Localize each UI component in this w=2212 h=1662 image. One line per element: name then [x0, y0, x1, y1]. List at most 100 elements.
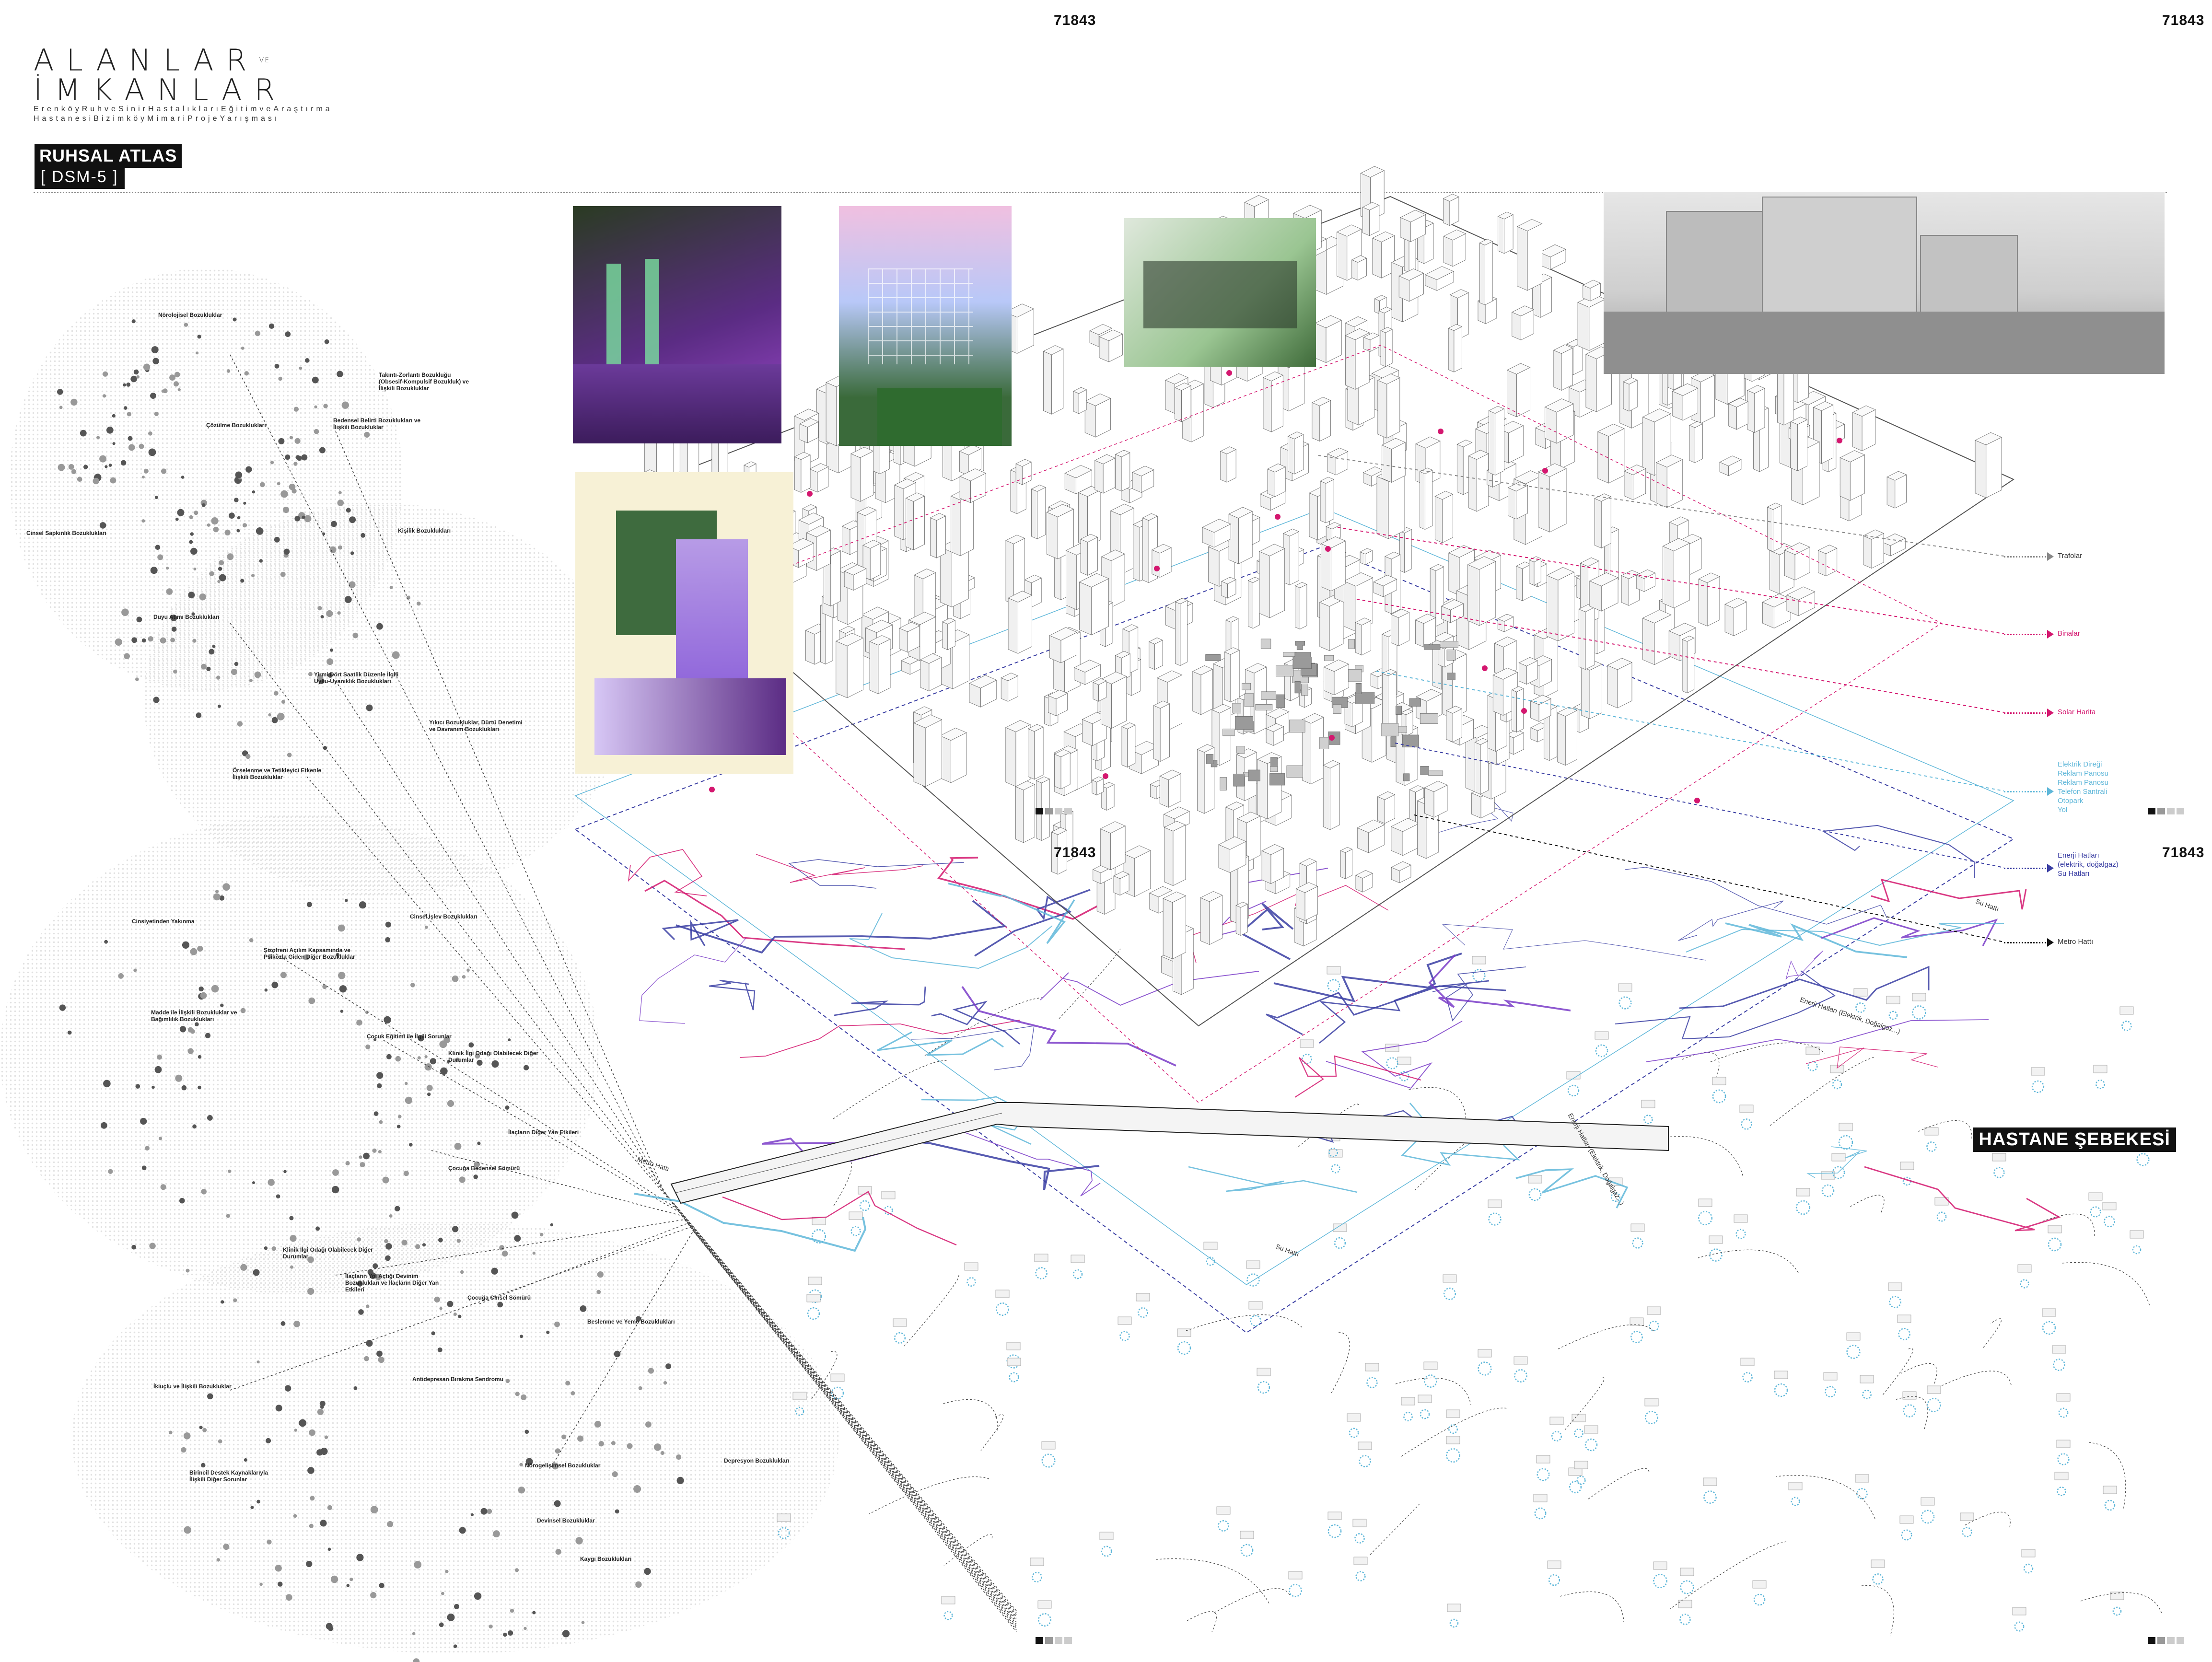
atlas-icon: [293, 462, 298, 466]
building: [1546, 567, 1575, 641]
building-face: [1311, 717, 1324, 785]
atlas-icons: [57, 317, 684, 1662]
network-node-label: [1630, 1317, 1644, 1326]
network-link: [1941, 1371, 2012, 1386]
atlas-icon: [345, 899, 348, 902]
project-code: 71843: [2162, 845, 2205, 860]
atlas-icon: [197, 946, 203, 952]
building-face: [1300, 584, 1307, 630]
building-face: [1267, 468, 1275, 497]
atlas-icon: [115, 638, 122, 646]
network-node: [1569, 1480, 1582, 1494]
network-node-label: [1566, 1071, 1581, 1080]
network-node-label: [1547, 1560, 1561, 1569]
network-node: [1289, 1584, 1302, 1597]
network-node-label: [1927, 1385, 1941, 1394]
atlas-icon: [290, 1265, 293, 1269]
building-face: [1110, 825, 1126, 871]
atlas-icon: [521, 1394, 527, 1400]
atlas-icon: [259, 1582, 263, 1586]
pin-marker: [1438, 429, 1444, 434]
building-face: [1087, 536, 1098, 576]
atlas-icon: [148, 636, 153, 642]
network-node: [795, 1406, 804, 1416]
building: [1247, 577, 1260, 629]
building-face: [920, 659, 930, 692]
utility-line: [1725, 922, 1908, 958]
leader-arrow: [2004, 942, 2049, 943]
building-roof: [1336, 224, 1362, 237]
building-face: [1152, 549, 1160, 578]
atlas-icon: [250, 1506, 254, 1509]
network-link: [1564, 1377, 1605, 1430]
network-node-label: [2031, 1067, 2045, 1076]
atlas-icon: [361, 533, 365, 538]
atlas-icon: [453, 1313, 457, 1316]
atlas-icon: [460, 1270, 464, 1274]
network-node-label: [1805, 1046, 1820, 1055]
building-roof: [1236, 812, 1261, 823]
atlas-icon: [177, 388, 181, 392]
building-face: [1340, 850, 1346, 879]
atlas-icon: [366, 1304, 370, 1308]
atlas-icon: [366, 1340, 373, 1347]
network-node-label: [1536, 1455, 1550, 1464]
atlas-icon: [240, 1008, 246, 1013]
atlas-icon: [550, 1223, 554, 1227]
building-face: [1018, 594, 1033, 654]
atlas-icon: [205, 1033, 211, 1038]
atlas-icon: [155, 545, 161, 550]
building: [1623, 377, 1638, 412]
building-roof: [1064, 465, 1093, 478]
building-roof: [809, 463, 829, 473]
utility-line: [1625, 867, 1887, 925]
building: [1091, 776, 1104, 796]
building: [1784, 542, 1811, 581]
building-face: [1385, 329, 1393, 367]
building-face: [913, 495, 925, 550]
atlas-icon: [519, 1463, 523, 1467]
building: [1767, 502, 1782, 552]
leader-arrow: [2004, 712, 2049, 714]
network-node-label: [1698, 1198, 1712, 1207]
atlas-icon: [289, 483, 296, 490]
building: [1544, 398, 1574, 444]
building: [1267, 463, 1286, 497]
building-roof: [1886, 471, 1907, 481]
site-building: [1381, 723, 1399, 736]
atlas-icon: [648, 1368, 654, 1374]
network-node: [2053, 1359, 2065, 1371]
atlas-icon: [196, 351, 199, 355]
network-node-label: [2088, 1192, 2103, 1201]
utility-line: [1806, 1146, 1867, 1178]
atlas-icon: [101, 1122, 107, 1129]
building-face: [1238, 511, 1253, 564]
atlas-icon: [169, 1430, 173, 1435]
network-node: [1420, 1409, 1430, 1419]
atlas-icon: [80, 430, 87, 437]
building: [835, 633, 864, 698]
atlas-icon: [140, 1117, 147, 1125]
atlas-icon: [271, 717, 278, 723]
building: [1093, 678, 1107, 702]
atlas-icon: [252, 1181, 255, 1185]
utility-line: [937, 857, 1102, 920]
building: [1975, 432, 2002, 499]
atlas-icon: [376, 623, 383, 630]
atlas-icon: [215, 890, 219, 894]
atlas-icon: [384, 1016, 391, 1024]
network-node: [1921, 1510, 1935, 1524]
building: [1839, 450, 1865, 501]
utility-line: [1294, 1055, 1421, 1098]
building-face: [1527, 223, 1542, 291]
arrow-head: [2047, 709, 2054, 717]
utility-line: [1273, 953, 1462, 1002]
network-node: [1246, 1273, 1260, 1287]
network-link: [2039, 1213, 2095, 1236]
category-label: Duyu Atımı Bozuklukları: [153, 614, 220, 620]
network-node: [1889, 1296, 1901, 1308]
atlas-icon: [267, 1539, 272, 1545]
atlas-icon: [376, 1072, 384, 1079]
atlas-icon: [508, 1038, 511, 1042]
building: [1054, 749, 1071, 790]
